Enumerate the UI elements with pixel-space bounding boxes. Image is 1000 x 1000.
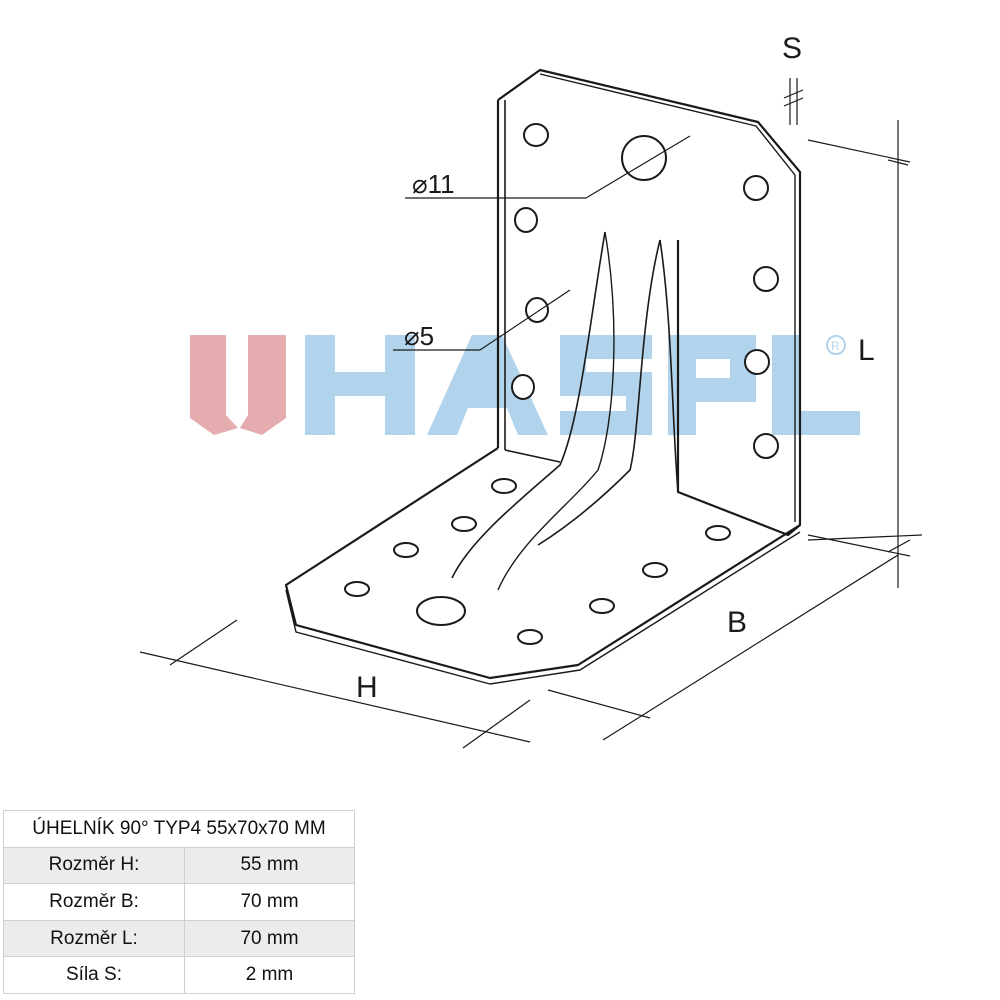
hole-vertical <box>514 207 538 233</box>
holes <box>344 123 779 645</box>
vertical-plate-outline <box>497 68 802 537</box>
horizontal-plate-outline <box>284 447 801 680</box>
hole-vertical <box>743 175 769 201</box>
dimension-label-s: S <box>782 32 802 65</box>
spec-table-title-row: ÚHELNÍK 90° TYP4 55x70x70 MM <box>3 810 355 848</box>
dimension-label-h: H <box>356 671 378 704</box>
hole-vertical <box>523 123 549 147</box>
stiffener-rib-left <box>451 231 606 579</box>
spec-row: Rozměr H: 55 mm <box>3 846 355 885</box>
stiffener-rib-right <box>537 239 661 546</box>
hole-large-horizontal <box>416 596 466 626</box>
dimension-label-diameter-5: ⌀5 <box>404 321 434 351</box>
spec-value: 55 mm <box>184 846 355 885</box>
dimension-label-b: B <box>727 606 747 639</box>
hole-vertical <box>753 433 779 459</box>
dimension-label-diameter-11: ⌀11 <box>412 169 455 199</box>
haspl-logo: R <box>190 335 860 435</box>
spec-value: 70 mm <box>184 883 355 921</box>
hole-large-vertical <box>621 135 667 181</box>
dimension-lines <box>139 78 923 749</box>
hole-vertical <box>744 349 770 375</box>
registered-mark: R <box>826 335 846 355</box>
logo-letters <box>305 335 860 435</box>
spec-label: Síla S: <box>3 956 185 994</box>
bend-line <box>504 449 561 463</box>
spec-label: Rozměr B: <box>3 883 185 921</box>
hole-horizontal <box>393 542 419 558</box>
spec-label: Rozměr L: <box>3 919 185 958</box>
spec-row: Rozměr L: 70 mm <box>3 919 355 958</box>
hole-horizontal <box>491 478 517 494</box>
spec-value: 70 mm <box>184 919 355 958</box>
hole-vertical <box>511 374 535 400</box>
hole-horizontal <box>344 581 370 597</box>
spec-row: Síla S: 2 mm <box>3 956 355 994</box>
hole-horizontal <box>589 598 615 614</box>
hole-horizontal <box>705 525 731 541</box>
stiffener-rib-crest <box>497 231 615 591</box>
spec-label: Rozměr H: <box>3 846 185 885</box>
hole-vertical <box>753 266 779 292</box>
logo-mark <box>190 335 286 435</box>
svg-text:R: R <box>831 339 840 353</box>
hole-horizontal <box>451 516 477 532</box>
spec-row: Rozměr B: 70 mm <box>3 883 355 921</box>
dimension-label-l: L <box>858 334 875 367</box>
spec-table-title: ÚHELNÍK 90° TYP4 55x70x70 MM <box>3 810 355 848</box>
spec-value: 2 mm <box>184 956 355 994</box>
bracket <box>284 68 802 685</box>
dimension-labels: S L B H ⌀11 ⌀5 <box>356 32 875 704</box>
stiffener-rib-edge <box>659 239 679 493</box>
spec-table: ÚHELNÍK 90° TYP4 55x70x70 MM Rozměr H: 5… <box>3 810 355 994</box>
hole-vertical <box>525 297 549 323</box>
hole-horizontal <box>517 629 543 645</box>
vertical-plate-thickness <box>539 73 796 522</box>
angle-bracket-drawing: R <box>139 32 923 749</box>
horizontal-plate-thickness <box>285 531 801 685</box>
hole-horizontal <box>642 562 668 578</box>
